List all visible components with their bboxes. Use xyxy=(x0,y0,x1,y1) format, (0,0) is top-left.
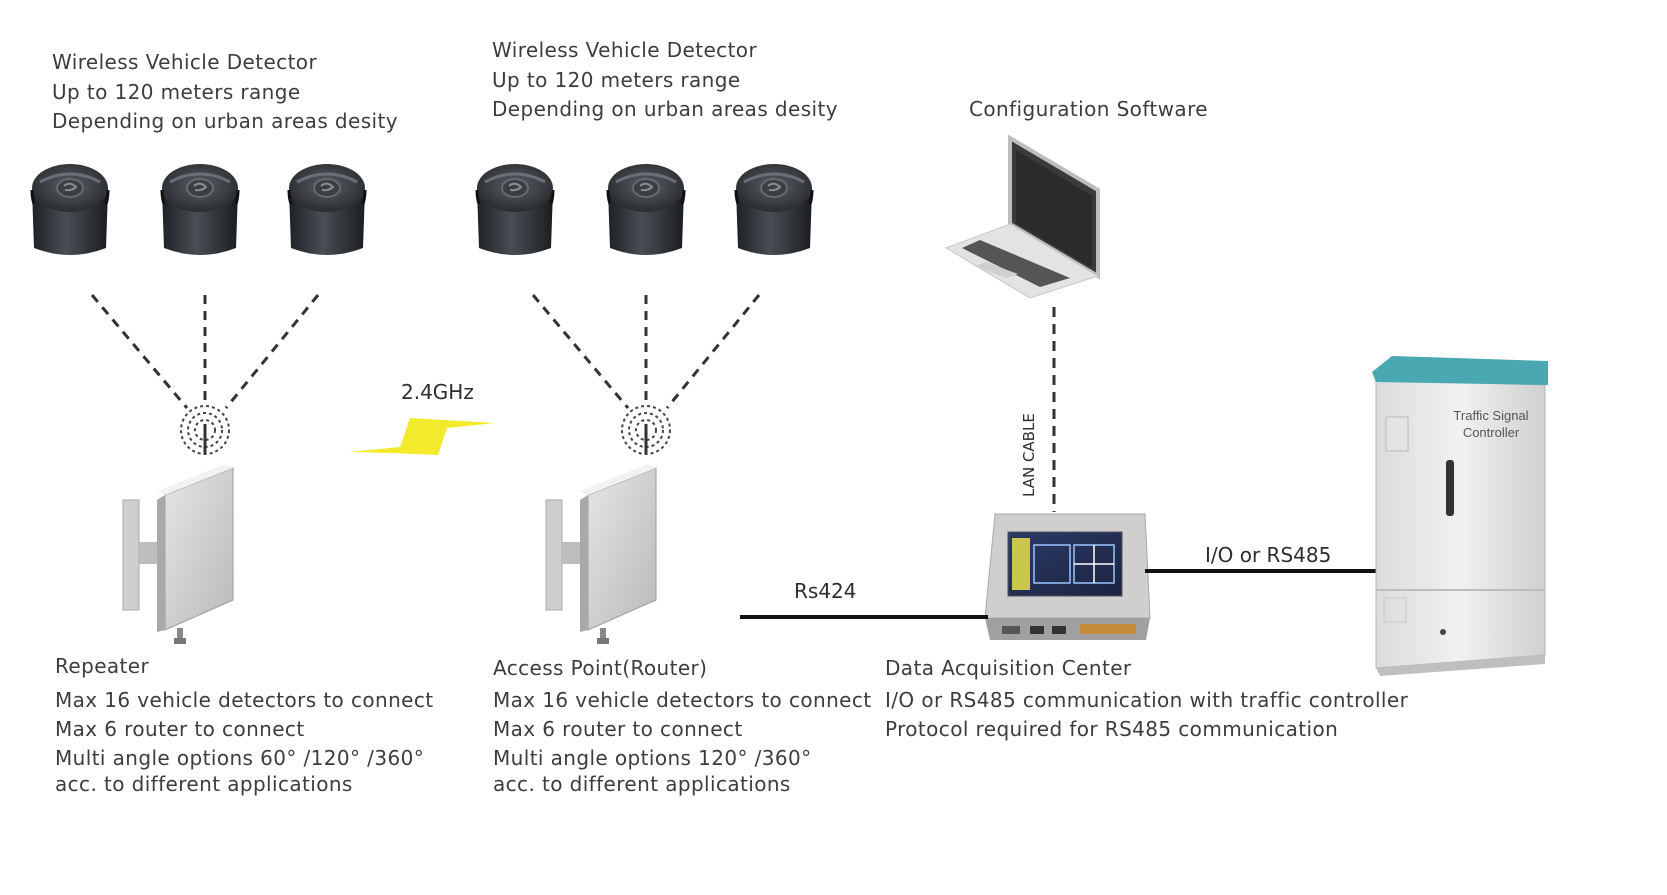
access-point-antenna-icon xyxy=(620,404,672,456)
signal-lines-middle xyxy=(531,294,761,409)
detector-middle-title: Wireless Vehicle Detector xyxy=(492,38,758,62)
repeater-title: Repeater xyxy=(55,654,150,678)
repeater-line4: acc. to different applications xyxy=(55,771,353,796)
detector-group-middle-label: Wireless Vehicle Detector Up to 120 mete… xyxy=(492,36,838,125)
laptop-icon xyxy=(944,134,1100,299)
detector-left-range: Up to 120 meters range xyxy=(52,79,301,104)
data-center-title: Data Acquisition Center xyxy=(885,656,1132,680)
detector-middle-3 xyxy=(734,162,814,257)
data-center-line2: Protocol required for RS485 communicatio… xyxy=(885,717,1339,741)
lan-cable-label: LAN CABLE xyxy=(1020,413,1038,497)
repeater-device xyxy=(122,463,234,645)
repeater-antenna-icon xyxy=(179,404,231,456)
access-point-title: Access Point(Router) xyxy=(493,656,708,680)
detector-left-title: Wireless Vehicle Detector xyxy=(52,50,318,74)
traffic-signal-controller-cabinet xyxy=(1372,356,1548,676)
access-point-description: Access Point(Router) Max 16 vehicle dete… xyxy=(493,654,871,797)
config-software-label: Configuration Software xyxy=(969,97,1208,121)
repeater-description: Repeater Max 16 vehicle detectors to con… xyxy=(55,652,433,797)
detector-middle-1 xyxy=(475,162,555,257)
access-point-line1: Max 16 vehicle detectors to connect xyxy=(493,687,872,712)
repeater-line2: Max 6 router to connect xyxy=(55,717,305,741)
repeater-line1: Max 16 vehicle detectors to connect xyxy=(55,687,434,712)
detector-left-3 xyxy=(287,162,367,257)
detector-middle-range: Up to 120 meters range xyxy=(492,67,741,92)
access-point-device xyxy=(545,463,657,645)
detector-middle-density: Depending on urban areas desity xyxy=(492,97,838,121)
access-point-line4: acc. to different applications xyxy=(493,771,791,796)
repeater-line3: Multi angle options 60° /120° /360° xyxy=(55,745,425,770)
cabinet-label-line2: Controller xyxy=(1462,425,1520,440)
data-acquisition-center-device xyxy=(984,513,1151,640)
detector-left-2 xyxy=(160,162,240,257)
signal-lines-left xyxy=(90,294,320,409)
access-point-line3: Multi angle options 120° /360° xyxy=(493,745,812,770)
detector-left-1 xyxy=(30,162,110,257)
data-center-line1: I/O or RS485 communication with traffic … xyxy=(885,687,1409,712)
data-center-description: Data Acquisition Center I/O or RS485 com… xyxy=(885,654,1408,745)
access-point-line2: Max 6 router to connect xyxy=(493,717,743,741)
cabinet-label-line1: Traffic Signal xyxy=(1453,408,1529,423)
wireless-frequency-label: 2.4GHz xyxy=(401,380,474,404)
io-rs485-label: I/O or RS485 xyxy=(1205,543,1332,567)
wireless-bolt-icon xyxy=(348,418,495,455)
detector-group-left-label: Wireless Vehicle Detector Up to 120 mete… xyxy=(52,48,398,137)
detector-left-density: Depending on urban areas desity xyxy=(52,109,398,133)
detector-middle-2 xyxy=(606,162,686,257)
cabinet-label: Traffic Signal Controller xyxy=(1446,407,1536,441)
rs424-label: Rs424 xyxy=(794,579,857,603)
